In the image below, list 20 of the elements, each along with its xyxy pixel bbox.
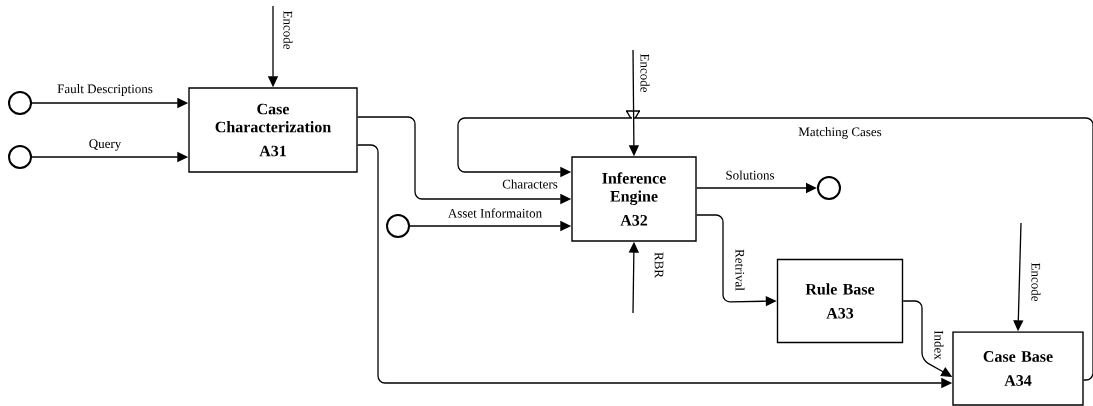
circle	[386, 214, 410, 238]
edge-label: Encode	[1030, 261, 1042, 303]
edge-label: Solutions	[724, 169, 776, 181]
process-box: Rule Base A33	[776, 258, 904, 344]
edge-label: Asset Informaiton	[446, 207, 544, 219]
edge-label: Query	[87, 138, 123, 152]
process-box: Case Characterization A31	[188, 87, 358, 173]
circle	[8, 145, 32, 169]
circle	[8, 91, 32, 115]
edge-label: Encode	[282, 9, 294, 51]
edge-label: Fault Descriptions	[56, 83, 154, 97]
edge-label: Encode	[639, 52, 651, 94]
edge-label: Matching Cases	[797, 126, 883, 140]
circle	[817, 176, 841, 200]
edge-label: Index	[933, 329, 945, 361]
edge-label: Retrival	[734, 248, 746, 292]
process-box: Inference Engine A32	[571, 156, 697, 242]
process-box: Case Base A34	[952, 331, 1084, 406]
edge-label: Characters	[501, 178, 559, 190]
edge-label: RBR	[653, 251, 665, 279]
